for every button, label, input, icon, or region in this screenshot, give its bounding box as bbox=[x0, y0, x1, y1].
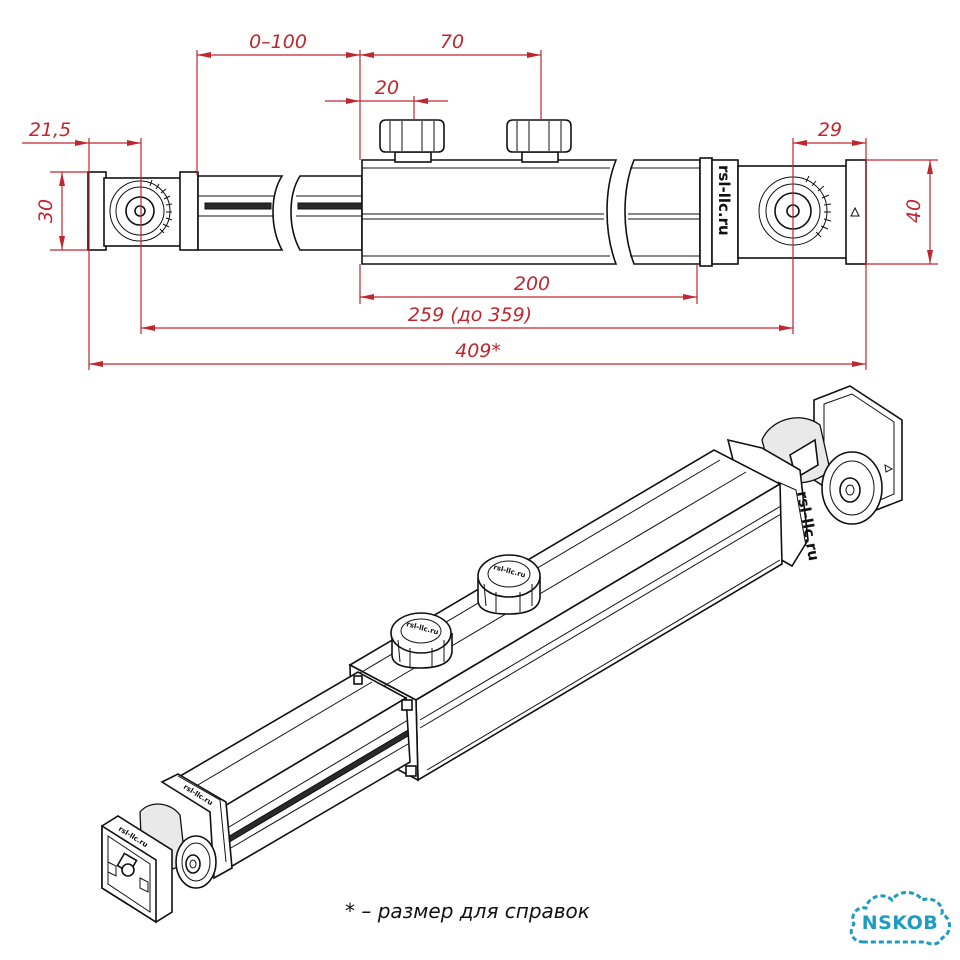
iso-knob-upper: rsl-llc.ru bbox=[477, 554, 541, 615]
side-view: rsl-llc.ru bbox=[22, 31, 938, 370]
brand-label-side: rsl-llc.ru bbox=[715, 165, 733, 236]
brand-collar: rsl-llc.ru bbox=[699, 157, 739, 267]
iso-left-end-cap: rsl-llc.ru bbox=[101, 803, 217, 924]
dim-end-offset-right: 29 bbox=[818, 119, 842, 141]
dim-knob-offset: 20 bbox=[375, 77, 399, 99]
isometric-view: rsl-llc.ru bbox=[101, 385, 903, 924]
iso-knob-lower: rsl-llc.ru bbox=[390, 612, 453, 669]
cloud-icon bbox=[849, 891, 951, 946]
footnote: * – размер для справок bbox=[345, 899, 590, 923]
right-cap-scale-ticks bbox=[805, 175, 832, 238]
right-end-cap bbox=[737, 159, 867, 265]
watermark-text: NSKOB bbox=[862, 912, 939, 934]
inner-profile bbox=[197, 175, 363, 251]
dimensions: 0–100 70 20 21,5 29 30 bbox=[22, 31, 938, 370]
outer-tube bbox=[361, 159, 701, 265]
dim-height-left: 30 bbox=[35, 199, 57, 223]
dim-pivot-distance: 259 (до 359) bbox=[408, 304, 532, 326]
left-cap-scale-ticks bbox=[149, 179, 173, 234]
iso-inner-profile bbox=[168, 671, 417, 874]
dim-height-right: 40 bbox=[903, 199, 925, 223]
knob-right-side bbox=[506, 119, 572, 163]
left-end-cap bbox=[87, 171, 199, 251]
watermark-cloud-logo: NSKOB bbox=[849, 891, 951, 946]
dim-end-offset-left: 21,5 bbox=[29, 119, 71, 141]
dim-total-length: 409* bbox=[455, 340, 501, 362]
dim-outer-tube-length: 200 bbox=[514, 273, 550, 295]
dim-stroke-adjust: 0–100 bbox=[249, 31, 307, 53]
knob-left-side bbox=[379, 119, 445, 163]
dim-between-knobs: 70 bbox=[440, 31, 464, 53]
